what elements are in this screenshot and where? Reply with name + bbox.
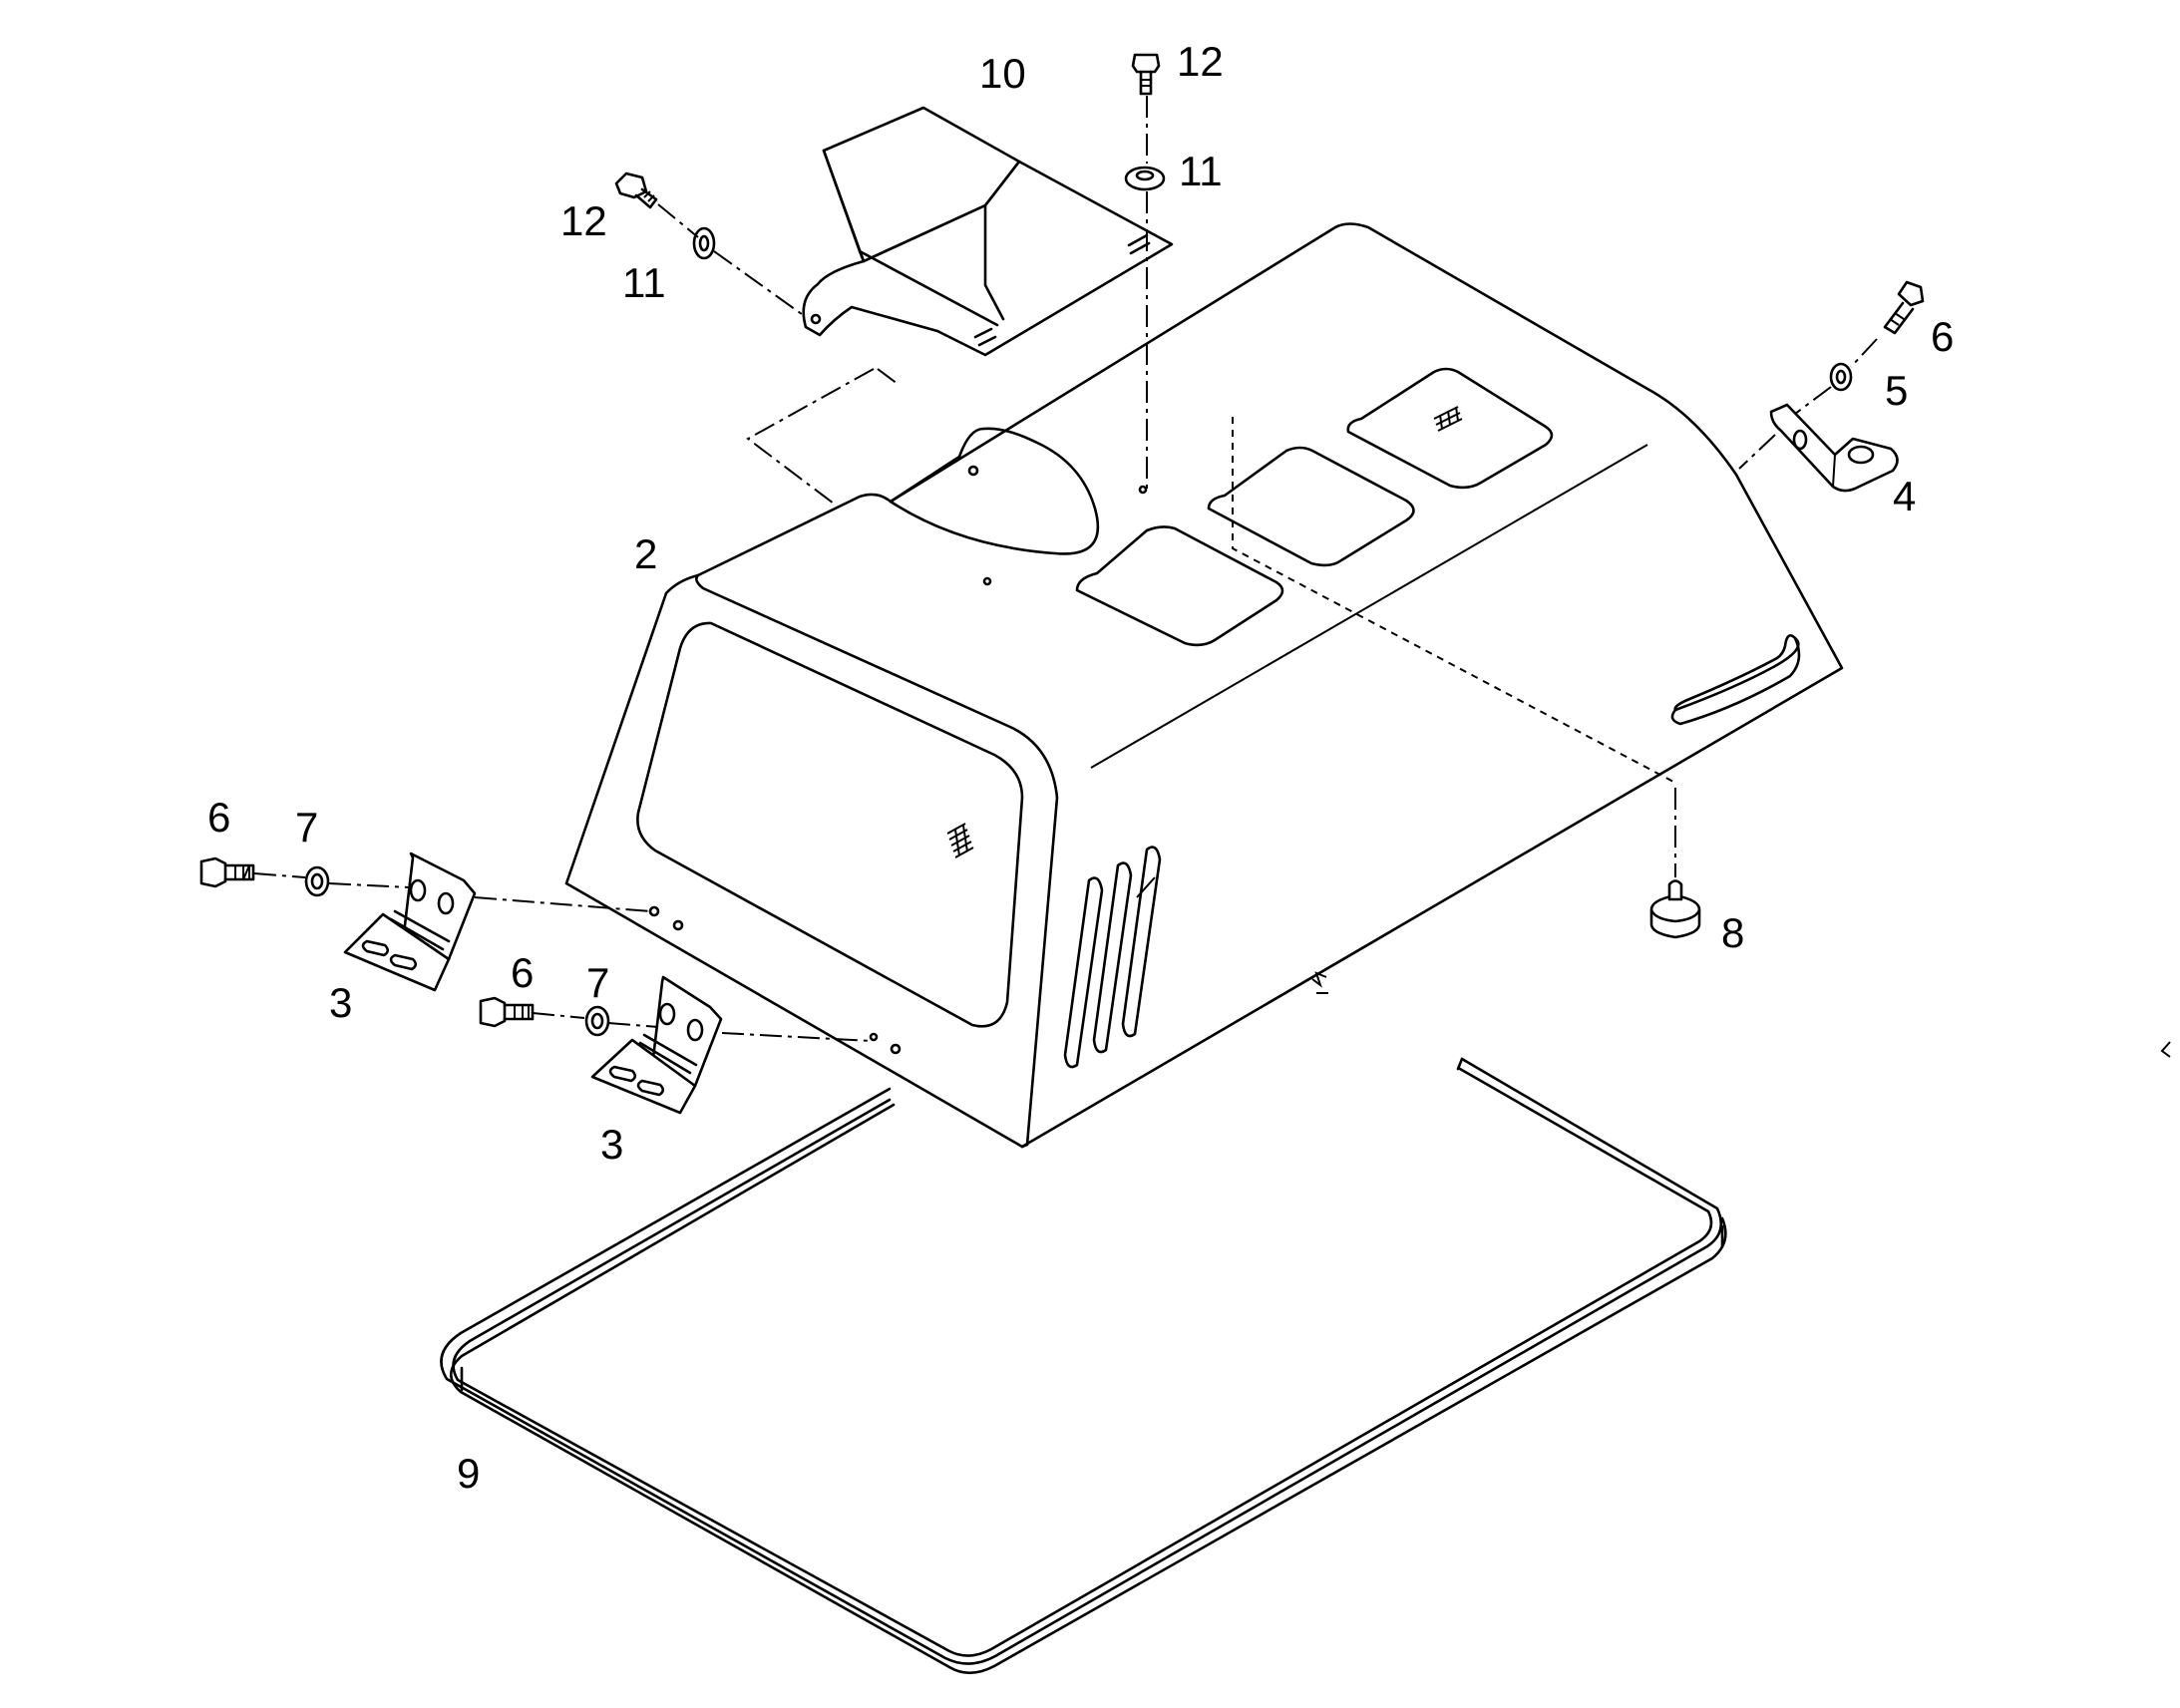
callout-8: 8 bbox=[1721, 909, 1744, 956]
callout-4: 4 bbox=[1893, 473, 1916, 519]
callout-9: 9 bbox=[457, 1450, 480, 1497]
callout-11: 11 bbox=[622, 259, 666, 306]
callout-12: 12 bbox=[1177, 38, 1224, 85]
bolt-part-6-right bbox=[1883, 280, 1925, 335]
callout-3: 3 bbox=[329, 979, 352, 1026]
washer-part-7-upper bbox=[304, 865, 330, 897]
washer-part-11-top bbox=[1124, 166, 1166, 191]
callout-2: 2 bbox=[634, 530, 657, 577]
callout-7: 7 bbox=[586, 959, 609, 1006]
callout-12: 12 bbox=[560, 197, 607, 244]
callout-6: 6 bbox=[1931, 313, 1954, 360]
callout-10: 10 bbox=[979, 50, 1026, 97]
callout-7: 7 bbox=[295, 804, 318, 851]
callout-5: 5 bbox=[1885, 367, 1908, 414]
bolt-part-12-left bbox=[614, 171, 658, 209]
hinge-part-3-lower bbox=[590, 975, 723, 1115]
bracket-part-4 bbox=[1769, 403, 1899, 493]
hood-body-part-2 bbox=[564, 222, 1844, 1149]
callout-6: 6 bbox=[207, 794, 230, 841]
callout-3: 3 bbox=[600, 1121, 623, 1168]
air-scoop-part-10 bbox=[802, 106, 1174, 357]
grille-mark bbox=[946, 406, 1463, 858]
assembly-lines bbox=[253, 96, 2171, 1058]
bolt-part-12-top bbox=[1131, 53, 1161, 96]
bolt-part-8 bbox=[1649, 879, 1701, 939]
bolt-part-6-left-upper bbox=[199, 856, 255, 888]
callout-11: 11 bbox=[1179, 148, 1223, 194]
seal-frame-part-9 bbox=[440, 1057, 1727, 1675]
bolt-part-6-left-lower bbox=[479, 996, 535, 1028]
washer-part-7-lower bbox=[584, 1005, 610, 1037]
washer-part-11-left bbox=[692, 226, 716, 260]
callout-6: 6 bbox=[511, 949, 534, 996]
washer-part-5 bbox=[1829, 362, 1853, 392]
hinge-part-3-upper bbox=[343, 852, 477, 992]
